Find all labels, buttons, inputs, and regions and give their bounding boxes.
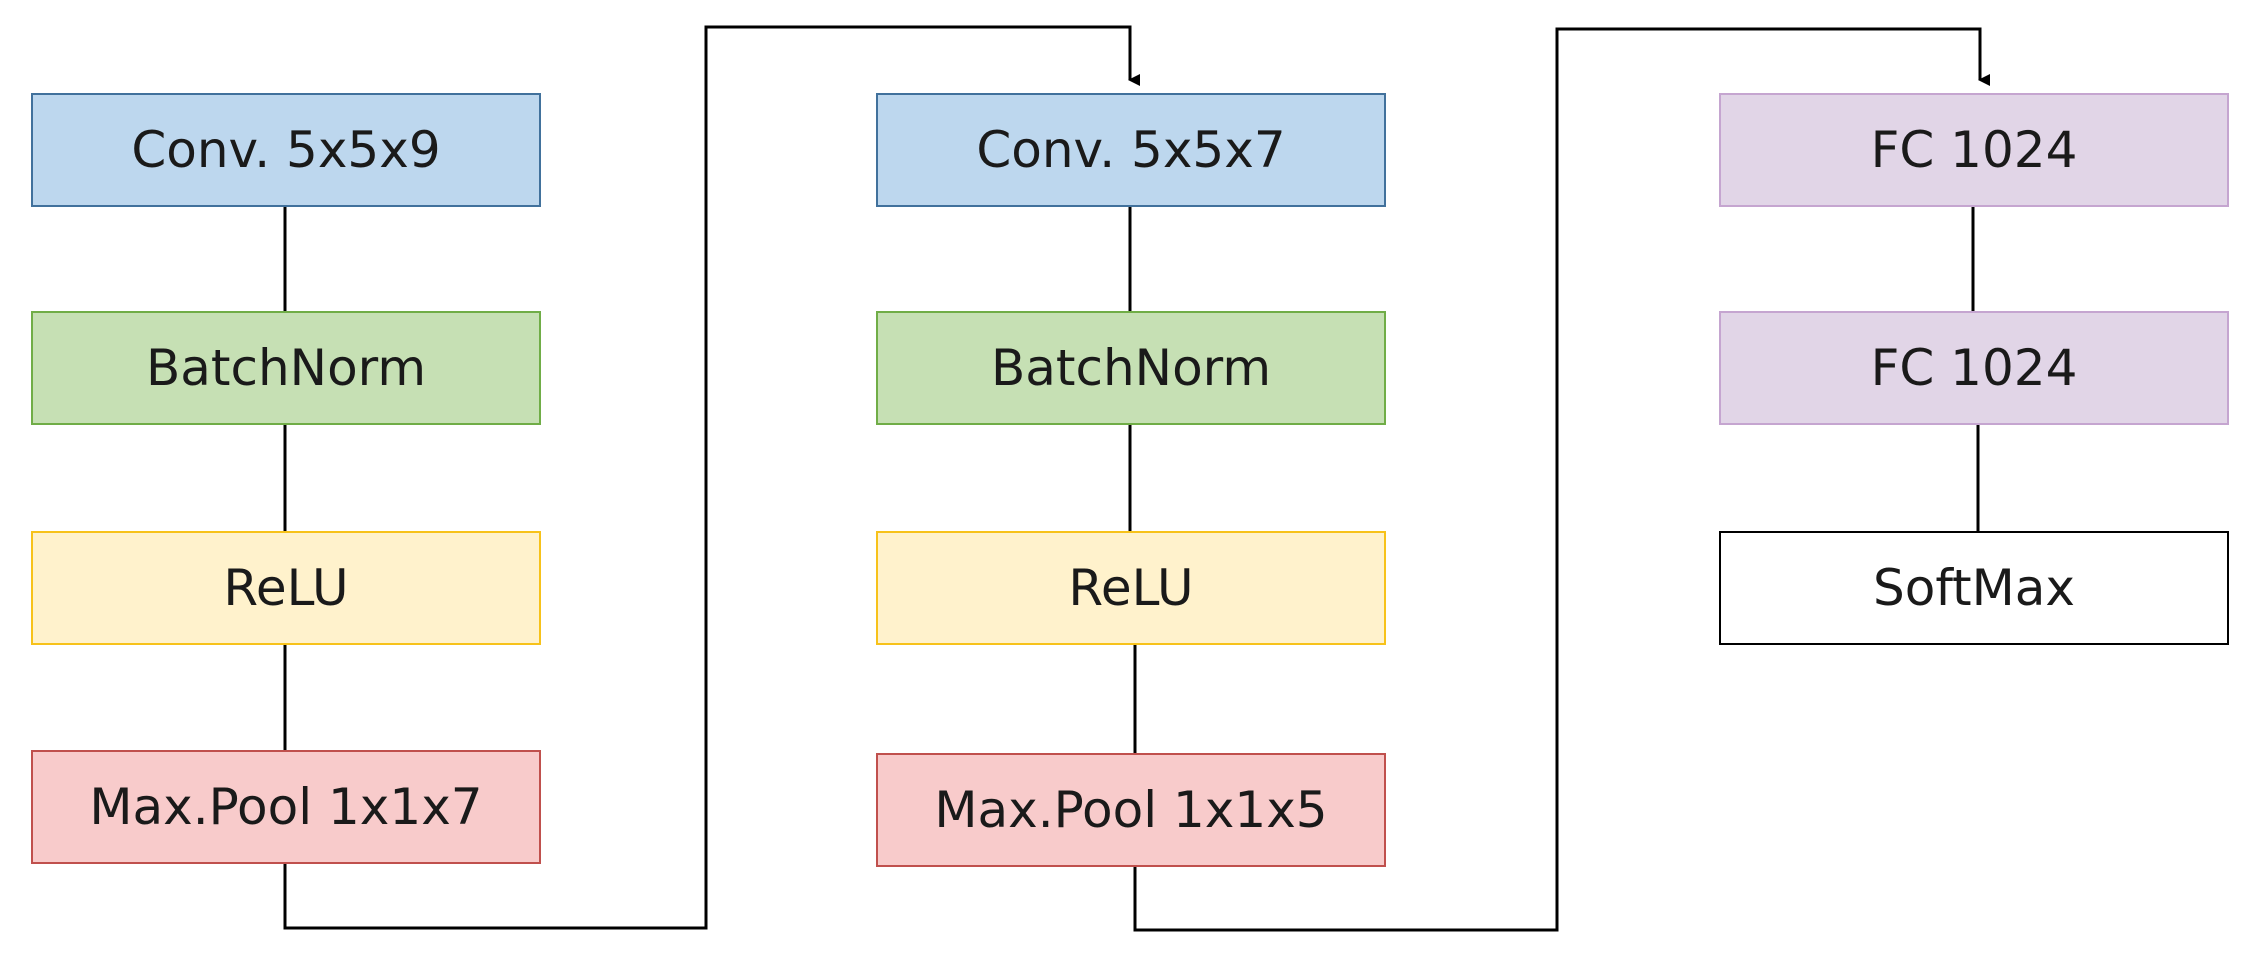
conv-block-2: Conv. 5x5x7: [876, 93, 1386, 207]
relu-block-1: ReLU: [31, 531, 541, 645]
fc-block-2: FC 1024: [1719, 311, 2229, 425]
batchnorm-block-1: BatchNorm: [31, 311, 541, 425]
arrow-pool2-to-fc1: [1133, 27, 1990, 932]
conv-block-1: Conv. 5x5x9: [31, 93, 541, 207]
fc-block-1: FC 1024: [1719, 93, 2229, 207]
softmax-block: SoftMax: [1719, 531, 2229, 645]
batchnorm-block-2: BatchNorm: [876, 311, 1386, 425]
arrow-pool1-to-conv2: [283, 25, 1140, 930]
relu-block-2: ReLU: [876, 531, 1386, 645]
maxpool-block-1: Max.Pool 1x1x7: [31, 750, 541, 864]
maxpool-block-2: Max.Pool 1x1x5: [876, 753, 1386, 867]
